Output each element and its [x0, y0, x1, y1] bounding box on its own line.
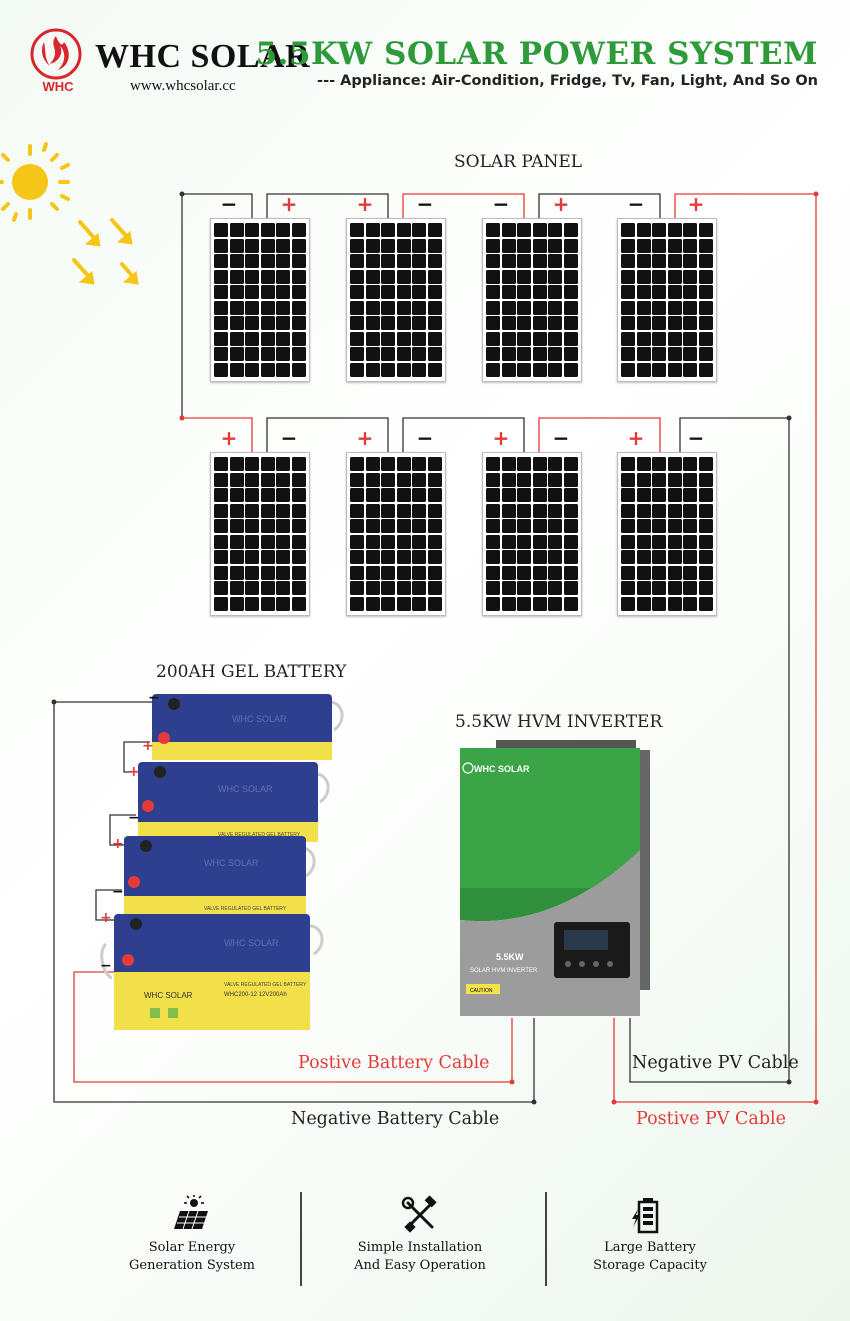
- wire-neg-main: [181, 193, 253, 418]
- solar-panel: [210, 218, 310, 382]
- wire-p6-p7: [402, 417, 525, 452]
- page-subtitle: --- Appliance: Air-Condition, Fridge, Tv…: [317, 73, 818, 89]
- positive-terminal: +: [280, 192, 298, 216]
- solar-panel: [482, 452, 582, 616]
- battery-unit: WHC SOLAR WHC SOLAR VALVE REGULATED GEL …: [100, 914, 324, 1030]
- negative-terminal: −: [416, 426, 434, 450]
- battery-positive-terminal: +: [100, 910, 112, 926]
- battery-positive-terminal: +: [112, 836, 124, 852]
- battery-positive-terminal: +: [128, 764, 140, 780]
- battery-label: 200AH GEL BATTERY: [156, 662, 347, 682]
- battery-model: WHC200-12 12V200Ah: [224, 992, 287, 998]
- feature-solar-line2: Generation System: [129, 1258, 255, 1273]
- inverter-warning: CAUTION: [470, 988, 493, 994]
- wire-neg-pv: [629, 417, 790, 1083]
- positive-terminal: +: [687, 192, 705, 216]
- page-title: 5.5KW SOLAR POWER SYSTEM: [255, 36, 818, 72]
- positive-pv-cable-label: Postive PV Cable: [636, 1109, 786, 1129]
- inverter-model: 5.5KW: [496, 952, 524, 962]
- solar-panel: [482, 218, 582, 382]
- negative-battery-cable-label: Negative Battery Cable: [291, 1109, 500, 1129]
- wire-p7-p8: [538, 417, 661, 452]
- negative-terminal: −: [492, 192, 510, 216]
- wire-neg-battery: [53, 701, 535, 1103]
- inverter-label: 5.5KW HVM INVERTER: [455, 712, 663, 732]
- wire-p1-p2: [266, 193, 389, 218]
- positive-terminal: +: [220, 426, 238, 450]
- feature-battery: Large Battery Storage Capacity: [550, 1195, 750, 1275]
- negative-terminal: −: [220, 192, 238, 216]
- feature-install-line1: Simple Installation: [357, 1240, 483, 1255]
- wire-row-link: [182, 417, 253, 452]
- battery-brand: WHC SOLAR: [204, 858, 259, 868]
- battery-type: VALVE REGULATED GEL BATTERY: [204, 906, 287, 912]
- positive-terminal: +: [627, 426, 645, 450]
- brand-url[interactable]: www.whcsolar.cc: [130, 78, 236, 94]
- solar-panel-label: SOLAR PANEL: [454, 152, 583, 172]
- feature-battery-line1: Large Battery: [604, 1240, 696, 1255]
- solar-panel: [346, 452, 446, 616]
- negative-terminal: −: [627, 192, 645, 216]
- wire-pos-main: [613, 193, 817, 1103]
- battery-negative-terminal: −: [148, 690, 160, 706]
- battery-unit: WHC SOLAR VALVE REGULATED GEL BATTERY: [138, 762, 330, 842]
- brand-logo: WHC: [28, 28, 90, 94]
- positive-battery-cable-label: Postive Battery Cable: [298, 1053, 490, 1073]
- inverter-type: SOLAR HVM INVERTER: [470, 968, 538, 974]
- positive-terminal: +: [552, 192, 570, 216]
- brand-name: WHC SOLAR: [95, 38, 311, 75]
- solar-panel: [210, 452, 310, 616]
- battery-brand: WHC SOLAR: [224, 938, 279, 948]
- feature-battery-line2: Storage Capacity: [593, 1258, 707, 1273]
- solar-panel: [617, 452, 717, 616]
- feature-solar: Solar Energy Generation System: [92, 1195, 292, 1275]
- positive-terminal: +: [492, 426, 510, 450]
- negative-pv-cable-label: Negative PV Cable: [632, 1053, 799, 1073]
- tools-icon: [320, 1195, 520, 1239]
- battery-unit: WHC SOLAR VALVE REGULATED GEL BATTERY: [124, 836, 316, 916]
- solar-panel: [346, 218, 446, 382]
- solar-panel-icon: [92, 1195, 292, 1239]
- feature-divider: [545, 1192, 547, 1286]
- battery-icon: [550, 1195, 750, 1239]
- positive-terminal: +: [356, 426, 374, 450]
- feature-solar-line1: Solar Energy: [148, 1240, 236, 1255]
- battery-brand: WHC SOLAR: [218, 784, 273, 794]
- sun-icon: [0, 140, 150, 290]
- positive-terminal: +: [356, 192, 374, 216]
- battery-negative-terminal: −: [100, 958, 112, 974]
- battery-type: VALVE REGULATED GEL BATTERY: [224, 982, 307, 988]
- battery-positive-terminal: +: [142, 738, 154, 754]
- battery-brand-front: WHC SOLAR: [144, 991, 193, 1000]
- battery-negative-terminal: −: [128, 810, 140, 826]
- battery-type: VALVE REGULATED GEL BATTERY: [218, 832, 301, 838]
- battery-negative-terminal: −: [112, 884, 124, 900]
- feature-install-line2: And Easy Operation: [354, 1258, 486, 1273]
- feature-install: Simple Installation And Easy Operation: [320, 1195, 520, 1275]
- inverter-brand: WHC SOLAR: [474, 764, 530, 774]
- battery-brand: WHC SOLAR: [232, 714, 287, 724]
- wire-p3-p4: [538, 193, 661, 218]
- battery-unit: WHC SOLAR: [152, 694, 344, 760]
- wire-pos-battery: [73, 971, 513, 1083]
- negative-terminal: −: [416, 192, 434, 216]
- battery-bank: WHC SOLAR WHC SOLAR VALVE REGULATED GEL …: [100, 690, 350, 1040]
- solar-panel: [617, 218, 717, 382]
- feature-divider: [300, 1192, 302, 1286]
- inverter: WHC SOLAR 5.5KW SOLAR HVM INVERTER CAUTI…: [456, 740, 656, 1022]
- wire-p2-p3: [402, 193, 525, 218]
- wire-p5-p6: [266, 417, 389, 452]
- logo-text: WHC: [42, 79, 74, 94]
- negative-terminal: −: [552, 426, 570, 450]
- negative-terminal: −: [687, 426, 705, 450]
- negative-terminal: −: [280, 426, 298, 450]
